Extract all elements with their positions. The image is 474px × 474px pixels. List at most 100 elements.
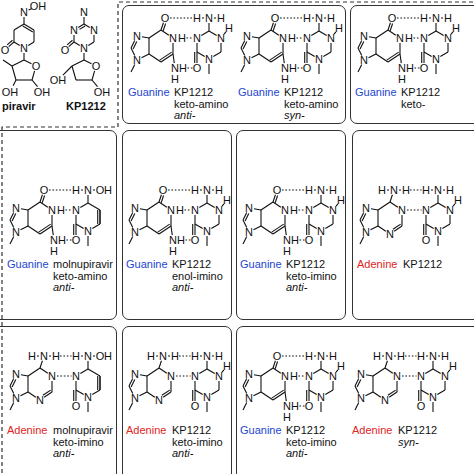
bond-line <box>40 368 48 373</box>
bond-line <box>75 224 76 235</box>
atom-label: N <box>446 205 454 216</box>
atom-label: H <box>290 371 298 382</box>
atom-label: H <box>454 195 462 206</box>
bond-line <box>437 236 438 246</box>
atom-label: H <box>223 195 231 206</box>
bond-line <box>131 64 135 72</box>
atom-label: N <box>317 351 325 362</box>
atom-label: H <box>177 235 185 246</box>
bond-line <box>194 381 195 390</box>
bond-line <box>261 202 273 210</box>
bond-line <box>390 202 398 207</box>
bond-line <box>40 195 42 202</box>
atom-label: H <box>305 185 313 196</box>
atom-label: O <box>72 235 81 246</box>
atom-label: H <box>58 235 66 246</box>
bond-line <box>308 390 309 401</box>
hydrogen-bond <box>49 189 72 190</box>
atom-label: N <box>70 25 78 36</box>
bond-line <box>447 43 448 52</box>
bond-line <box>79 26 85 29</box>
bond-line <box>308 215 309 224</box>
atom-label: O <box>388 13 397 24</box>
bond-line <box>199 203 207 207</box>
tautomer-label: KP1212keto-aminosyn- <box>284 87 338 122</box>
atom-label: H <box>147 351 155 362</box>
bond-line <box>211 224 219 228</box>
bond-line <box>13 30 14 42</box>
bond-line <box>423 52 424 63</box>
tautomer-label: KP1212syn- <box>398 425 437 448</box>
atom-label: H <box>337 361 345 372</box>
bond-line <box>332 215 333 224</box>
atom-label: H <box>28 351 36 362</box>
hydrogen-bond <box>407 209 422 210</box>
atom-label: N <box>398 63 406 74</box>
bond-line <box>131 214 135 222</box>
atom-label: H <box>335 23 343 34</box>
compound-name: piravir <box>2 100 36 112</box>
atom-label: H <box>417 351 425 362</box>
atom-label: N <box>131 369 139 380</box>
bond-line <box>378 202 390 210</box>
bond-line <box>194 215 195 224</box>
atom-label: H <box>223 361 231 372</box>
hydrogen-bond <box>298 67 303 68</box>
bond-line <box>74 42 80 45</box>
tautomer-label: KP1212keto-iminoanti- <box>172 425 223 460</box>
base-name: Adenine <box>126 425 166 437</box>
bond-line <box>40 202 48 207</box>
bond-line <box>377 210 378 226</box>
bond-line <box>320 361 321 369</box>
pair-panel: GuanineKP1212keto-iminoanti- <box>236 130 346 320</box>
bond-line <box>202 17 204 18</box>
bond-line <box>12 214 16 222</box>
bond-line <box>159 195 161 202</box>
bond-line <box>161 30 169 35</box>
bond-line <box>443 189 445 190</box>
atom-label: N <box>245 203 253 214</box>
bond-line <box>92 390 100 394</box>
atom-label: N <box>171 63 179 74</box>
bond-line <box>13 80 16 86</box>
bond-line <box>388 23 390 30</box>
bond-line <box>92 71 95 80</box>
atom-label: O <box>159 185 168 196</box>
atom-label: O <box>191 235 200 246</box>
atom-label: H <box>281 74 289 85</box>
atom-label: H <box>176 205 184 216</box>
atom-label: H <box>405 33 413 44</box>
hydrogen-bond <box>187 37 193 38</box>
bond-line <box>93 35 94 42</box>
atom-label: H <box>104 185 112 196</box>
atom-label: N <box>72 205 80 216</box>
bond-line <box>12 66 16 80</box>
atom-label: N <box>203 351 211 362</box>
bond-line <box>149 54 161 62</box>
bond-line <box>99 376 100 390</box>
atom-label: H <box>290 205 298 216</box>
pair-panel: GuanineKP1212keto-iminoanti-AdenineKP121… <box>236 326 474 474</box>
bond-line <box>159 202 167 207</box>
label-line: keto-imino <box>286 271 337 283</box>
bond-line <box>3 60 12 66</box>
atom-label: O <box>303 63 312 74</box>
bond-line <box>272 224 284 232</box>
bond-line <box>375 38 376 54</box>
atom-label: O <box>417 401 426 412</box>
bond-line <box>318 64 319 74</box>
bond-line <box>271 23 273 30</box>
bond-line <box>388 390 396 395</box>
atom-label: H <box>406 63 414 74</box>
atom-label: H <box>283 246 291 257</box>
label-line: anti- <box>286 282 337 294</box>
bond-line <box>376 54 388 62</box>
bond-line <box>428 31 436 35</box>
bond-line <box>394 355 396 356</box>
bond-line <box>147 202 159 210</box>
bond-line <box>141 54 149 58</box>
atom-label: N <box>362 203 370 214</box>
atom-label: N <box>386 229 394 240</box>
bond-line <box>220 43 221 52</box>
bond-line <box>211 390 219 394</box>
